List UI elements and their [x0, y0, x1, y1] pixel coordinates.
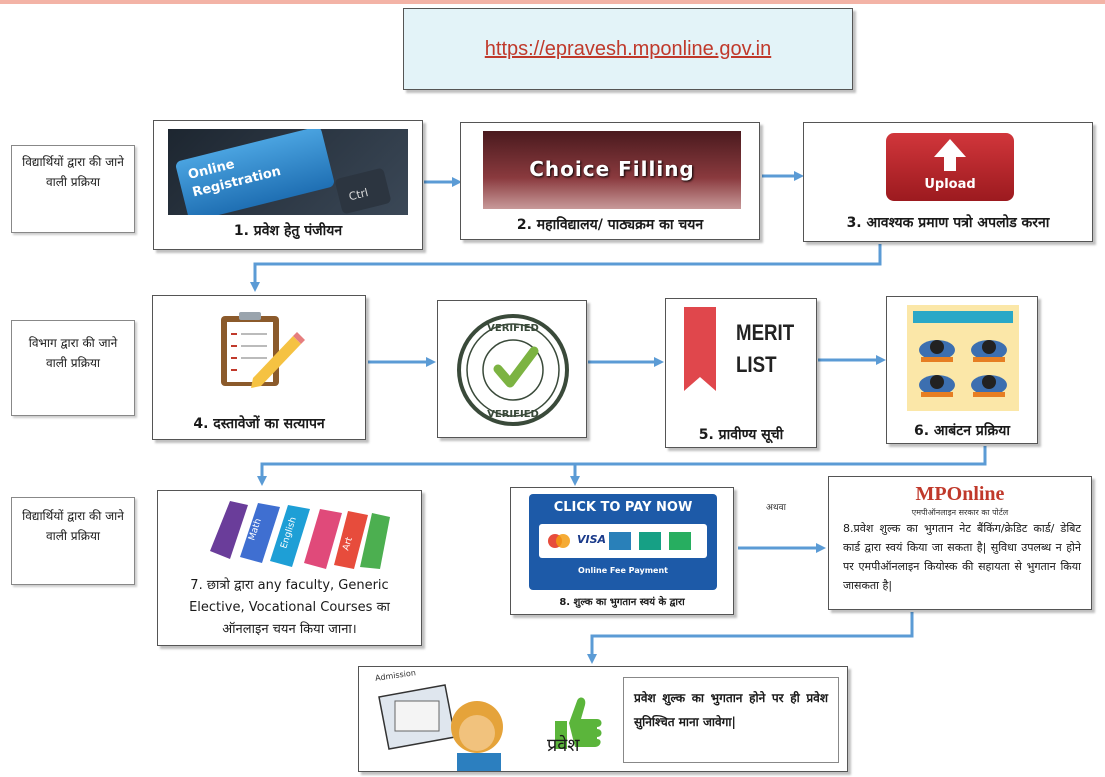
side-label-text: विद्यार्थियों द्वारा की जाने वाली प्रक्र…	[22, 509, 124, 543]
final-note: प्रवेश शुल्क का भुगतान होने पर ही प्रवेश…	[623, 677, 839, 763]
portal-url-link[interactable]: https://epravesh.mponline.gov.in	[484, 37, 772, 60]
choice-filling-image: Choice Filling	[483, 131, 741, 209]
choice-filling-text: Choice Filling	[529, 157, 695, 181]
online-registration-key: Online Registration	[174, 129, 336, 215]
step-1-card: Online Registration Ctrl 1. प्रवेश हेतु …	[153, 120, 423, 250]
step-6-caption: 6. आबंटन प्रक्रिया	[913, 423, 1011, 439]
top-accent-bar	[0, 0, 1105, 4]
step-3-card: Upload 3. आवश्यक प्रमाण पत्रो अपलोड करना	[803, 122, 1093, 242]
merit-word: MERIT	[736, 320, 795, 345]
step-7-caption: 7. छात्रो द्वारा any faculty, Generic El…	[189, 578, 390, 637]
step-7-card: Math English Art 7. छात्रो द्वारा any fa…	[157, 490, 422, 646]
url-box: https://epravesh.mponline.gov.in	[403, 8, 853, 90]
or-label: अथवा	[766, 503, 786, 513]
step-5-caption: 5. प्रावीण्य सूची	[698, 427, 784, 443]
visa-text: VISA	[577, 533, 607, 546]
merit-list-text: MERIT LIST	[736, 317, 794, 381]
people-desks-icon	[919, 340, 1007, 397]
verified-stamp-icon: VERIFIED VERIFIED	[457, 314, 569, 426]
pravesh-label: प्रवेश	[547, 735, 580, 756]
step-8b-card: MPOnline एमपीऑनलाइन सरकार का पोर्टल 8.प्…	[828, 476, 1092, 610]
verified-card: VERIFIED VERIFIED	[437, 300, 587, 438]
final-card: Admission प्रवेश प्रवेश शुल्क का भुगतान …	[358, 666, 848, 772]
step-8b-text: 8.प्रवेश शुल्क का भुगतान नेट बैंकिंग/क्र…	[843, 522, 1081, 592]
book-art-text: Art	[341, 536, 355, 552]
upload-arrow-icon	[934, 139, 966, 171]
side-label-students-2: विद्यार्थियों द्वारा की जाने वाली प्रक्र…	[11, 497, 135, 585]
books-icon: Math English Art	[210, 501, 390, 569]
side-label-text: विभाग द्वारा की जाने वाली प्रक्रिया	[28, 336, 118, 370]
card-logos-strip: VISA	[539, 524, 707, 558]
clipboard-pencil-icon	[221, 312, 305, 388]
step-8a-caption: 8. शुल्क का भुगतान स्वयं के द्वारा	[559, 597, 685, 608]
click-to-pay-image: CLICK TO PAY NOW VISA Online Fee Payment	[529, 494, 717, 590]
list-word: LIST	[736, 352, 777, 377]
upload-icon: Upload	[886, 133, 1014, 201]
step-5-card: MERIT LIST 5. प्रावीण्य सूची	[665, 298, 817, 448]
step-3-caption: 3. आवश्यक प्रमाण पत्रो अपलोड करना	[846, 215, 1050, 231]
side-label-text: विद्यार्थियों द्वारा की जाने वाली प्रक्र…	[22, 155, 124, 189]
arrow-3-4	[250, 244, 882, 292]
step-4-caption: 4. दस्तावेजों का सत्यापन	[193, 416, 325, 432]
merit-ribbon-icon	[684, 307, 716, 391]
allotment-banner	[913, 311, 1013, 323]
arrow-to-final	[587, 612, 914, 664]
step-1-caption: 1. प्रवेश हेतु पंजीयन	[233, 223, 343, 239]
step-8a-card: CLICK TO PAY NOW VISA Online Fee Payment…	[510, 487, 734, 615]
keyboard-image: Online Registration Ctrl	[168, 129, 408, 215]
ctrl-key-text: Ctrl	[347, 186, 370, 204]
step-4-card: 4. दस्तावेजों का सत्यापन	[152, 295, 366, 440]
step-2-card: Choice Filling 2. महाविद्यालय/ पाठ्यक्रम…	[460, 122, 760, 240]
side-label-department: विभाग द्वारा की जाने वाली प्रक्रिया	[11, 320, 135, 416]
click-to-pay-text: CLICK TO PAY NOW	[553, 500, 693, 515]
card-logos-icon	[548, 532, 691, 550]
ctrl-key: Ctrl	[334, 167, 392, 215]
upload-text: Upload	[924, 177, 976, 192]
mponline-subtitle: एमपीऑनलाइन सरकार का पोर्टल	[911, 508, 1009, 517]
verified-bottom-text: VERIFIED	[487, 409, 539, 420]
side-label-students-1: विद्यार्थियों द्वारा की जाने वाली प्रक्र…	[11, 145, 135, 233]
step-2-caption: 2. महाविद्यालय/ पाठ्यक्रम का चयन	[516, 217, 704, 233]
arrow-6-row3	[257, 446, 987, 486]
mponline-logo: MPOnline	[915, 483, 1005, 505]
admission-illustration	[378, 684, 602, 771]
allotment-image	[907, 305, 1019, 411]
online-fee-text: Online Fee Payment	[578, 566, 668, 575]
step-6-card: 6. आबंटन प्रक्रिया	[886, 296, 1038, 444]
verified-top-text: VERIFIED	[487, 323, 539, 334]
